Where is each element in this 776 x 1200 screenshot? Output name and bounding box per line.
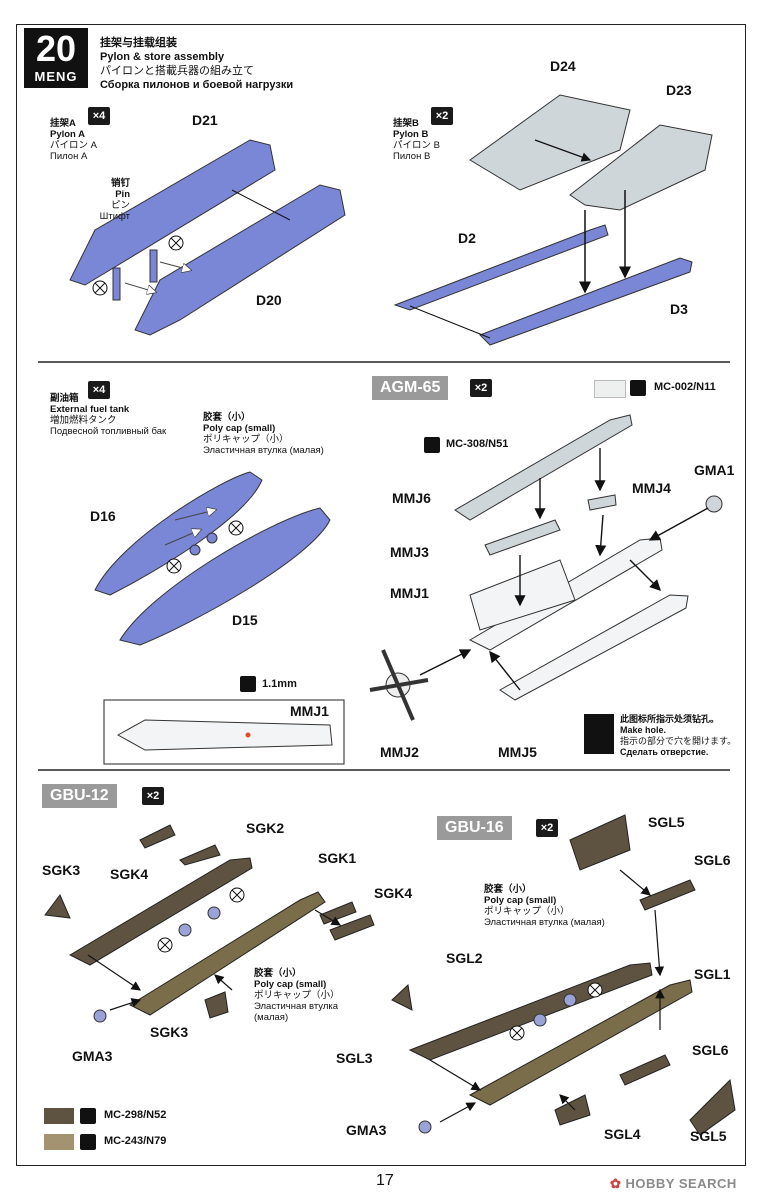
part-sgl5-lower: SGL5	[690, 1128, 727, 1144]
part-d20: D20	[256, 292, 282, 308]
part-mmj3: MMJ3	[390, 544, 429, 560]
part-sgk1: SGK1	[318, 850, 357, 866]
paint-swatch-n52	[44, 1108, 74, 1124]
part-mmj5: MMJ5	[498, 744, 537, 760]
gbu12-illustration	[44, 824, 375, 1023]
step-badge: 20 MENG	[24, 28, 88, 88]
page-number: 17	[376, 1172, 394, 1189]
paint-swatch-n11	[594, 380, 626, 398]
pylon-b-illustration	[393, 94, 713, 346]
title-ru: Сборка пилонов и боевой нагрузки	[100, 79, 294, 91]
gbu16-illustration	[391, 814, 736, 1136]
agm65-illustration	[369, 414, 723, 721]
brand-logo: MENG	[34, 69, 78, 84]
drill-icon	[240, 676, 256, 692]
part-d3: D3	[670, 301, 688, 317]
part-gma3-right: GMA3	[346, 1122, 387, 1138]
step-title: 挂架与挂载组装 Pylon & store assembly パイロンと搭載兵器…	[100, 36, 293, 92]
part-gma1: GMA1	[694, 462, 735, 478]
watermark: ✿ HOBBY SEARCH	[610, 1176, 737, 1191]
part-sgl1: SGL1	[694, 966, 731, 982]
pylon-a-qty: ×4	[88, 107, 110, 125]
part-sgk3-upper: SGK3	[42, 862, 81, 878]
fuel-tank-label: 副油箱 External fuel tank 増加燃料タンク Подвесной…	[50, 393, 167, 437]
drill-size: 1.1mm	[262, 678, 297, 690]
paint-code-n51: MC-308/N51	[446, 438, 509, 450]
gbu16-qty: ×2	[536, 819, 558, 837]
pylon-a-illustration	[69, 139, 346, 336]
part-sgl2: SGL2	[446, 950, 483, 966]
pin-label: 销钉 Pin ピン Штифт	[99, 178, 130, 222]
drill-icon	[584, 714, 614, 754]
part-gma3-left: GMA3	[72, 1048, 113, 1064]
poly-cap-label: 胶套（小） Poly cap (small) ポリキャップ（小） Эластич…	[203, 412, 324, 456]
gbu12-qty: ×2	[142, 787, 164, 805]
part-d2: D2	[458, 230, 476, 246]
part-sgk3-lower: SGK3	[150, 1024, 189, 1040]
paint-brush-icon	[424, 437, 440, 453]
part-d21: D21	[192, 112, 218, 128]
agm65-title: AGM-65	[372, 376, 449, 400]
gbu16-title: GBU-16	[437, 816, 512, 840]
part-d23: D23	[666, 82, 692, 98]
watermark-logo-icon: ✿	[610, 1176, 622, 1191]
agm65-qty: ×2	[470, 379, 492, 397]
pylon-b-label: 挂架B Pylon B パイロン B Пилон B	[393, 118, 440, 162]
paint-swatch-n79	[44, 1134, 74, 1150]
gbu12-poly-cap-label: 胶套（小） Poly cap (small) ポリキャップ（小） Эластич…	[254, 968, 340, 1023]
part-mmj4: MMJ4	[632, 480, 671, 496]
paint-brush-icon	[80, 1108, 96, 1124]
part-sgk4-left: SGK4	[110, 866, 149, 882]
part-sgl5-upper: SGL5	[648, 814, 685, 830]
paint-code-n11: MC-002/N11	[654, 381, 716, 393]
gbu12-title: GBU-12	[42, 784, 117, 808]
paint-brush-icon	[80, 1134, 96, 1150]
title-zh: 挂架与挂载组装	[100, 37, 177, 49]
fuel-tank-qty: ×4	[88, 381, 110, 399]
step-number: 20	[35, 28, 77, 69]
title-ja: パイロンと搭載兵器の組み立て	[100, 65, 254, 77]
make-hole-legend: 此图标所指示处须钻孔。 Make hole. 指示の部分で穴を開けます。 Сде…	[620, 714, 737, 757]
inset-part-mmj1: MMJ1	[290, 703, 329, 719]
gbu16-poly-cap-label: 胶套（小） Poly cap (small) ポリキャップ（小） Эластич…	[484, 884, 605, 928]
part-mmj6: MMJ6	[392, 490, 431, 506]
part-d16: D16	[90, 508, 116, 524]
title-en: Pylon & store assembly	[100, 51, 225, 63]
paint-brush-icon	[630, 380, 646, 396]
part-d24: D24	[550, 58, 576, 74]
part-sgl6-lower: SGL6	[692, 1042, 729, 1058]
paint-code-n52: MC-298/N52	[104, 1109, 167, 1121]
part-mmj2: MMJ2	[380, 744, 419, 760]
drill-inset-illustration	[116, 719, 333, 751]
part-sgl4: SGL4	[604, 1126, 641, 1142]
fuel-tank-illustration	[94, 471, 331, 646]
part-sgl6-upper: SGL6	[694, 852, 731, 868]
pylon-b-qty: ×2	[431, 107, 453, 125]
part-sgk2: SGK2	[246, 820, 285, 836]
part-sgk4-right: SGK4	[374, 885, 413, 901]
page-frame	[16, 24, 746, 1166]
pylon-a-label: 挂架A Pylon A パイロン A Пилон A	[50, 118, 97, 162]
part-sgl3: SGL3	[336, 1050, 373, 1066]
part-d15: D15	[232, 612, 258, 628]
part-mmj1: MMJ1	[390, 585, 429, 601]
paint-code-n79: MC-243/N79	[104, 1135, 167, 1147]
